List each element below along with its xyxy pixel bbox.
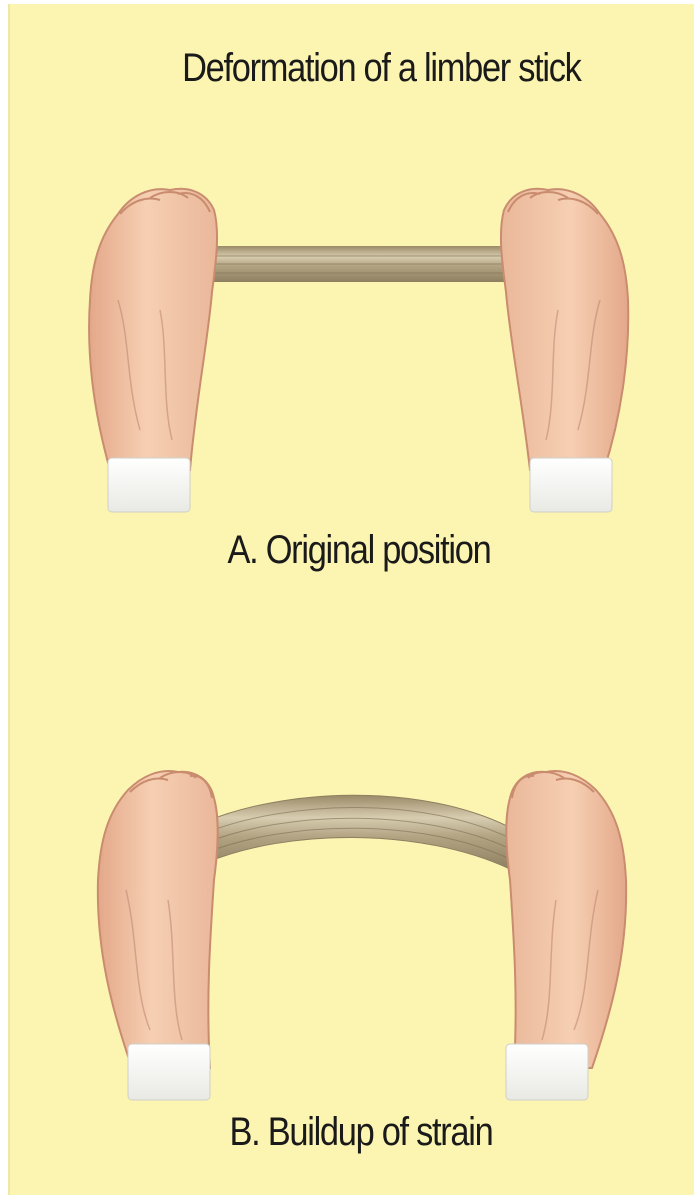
right-cuff-b [506,1044,588,1100]
stick-bent [205,795,515,870]
left-cuff-a [108,458,190,512]
right-fist-a [501,189,628,512]
panel-b-illustration [98,771,626,1100]
panel-a-illustration [89,189,628,512]
diagram-title: Deformation of a limber stick [83,46,680,91]
left-cuff-b [128,1044,210,1100]
right-fist-b [506,771,626,1100]
panel-a-caption: A. Original position [61,528,658,573]
left-fist-a [89,189,217,512]
right-cuff-a [530,458,612,512]
panel-b-caption: B. Buildup of strain [63,1110,660,1155]
left-fist-b [98,771,218,1100]
